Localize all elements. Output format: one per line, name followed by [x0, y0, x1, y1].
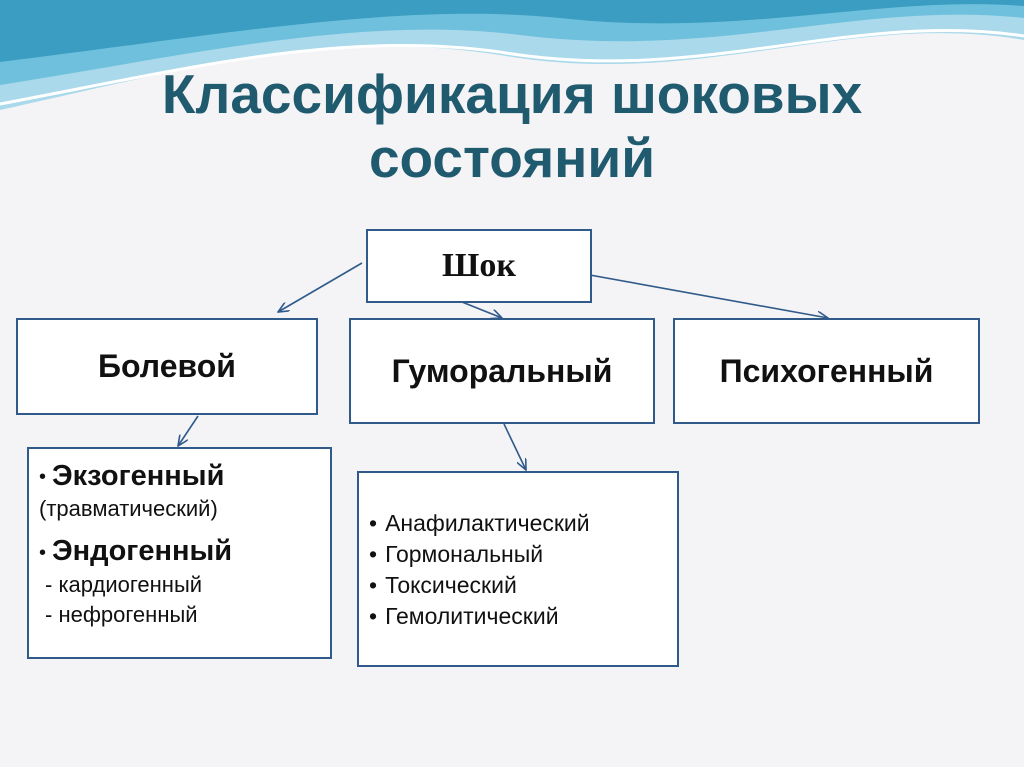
bullet-icon: •: [39, 466, 47, 489]
wave-band-dark: [0, 0, 1024, 62]
category-label-humoral: Гуморальный: [391, 352, 613, 389]
arrow-root-to-psycho: [561, 269, 828, 318]
list-item: • Анафилактический: [369, 508, 669, 539]
bullet-icon: •: [39, 541, 47, 564]
category-node-pain: Болевой: [16, 318, 318, 415]
humoral-item-label: Анафилактический: [385, 510, 590, 536]
endogenous-label: Эндогенный: [52, 535, 233, 568]
humoral-item-label: Гемолитический: [385, 603, 559, 629]
pain-subtypes-box: •Экзогенный (травматический) •Эндогенный…: [27, 447, 332, 659]
wave-highlight: [0, 29, 1024, 106]
exogenous-note: (травматический): [39, 496, 218, 522]
page-title: Классификация шоковых состояний: [0, 62, 1024, 190]
humoral-subtypes-box: • Анафилактический • Гормональный • Токсиче…: [357, 471, 679, 667]
category-label-psychogenic: Психогенный: [719, 352, 934, 389]
category-label-pain: Болевой: [98, 348, 236, 384]
list-item: • Гормональный: [369, 539, 669, 570]
humoral-item-label: Токсический: [385, 572, 517, 598]
bullet-icon: •: [369, 541, 378, 567]
bullet-icon: •: [369, 603, 378, 629]
humoral-item-label: Гормональный: [385, 541, 544, 567]
list-item: • Гемолитический: [369, 601, 669, 632]
title-line-1: Классификация шоковых: [161, 63, 863, 125]
title-line-2: состояний: [368, 127, 656, 189]
endogenous-sub-2: - нефрогенный: [45, 601, 198, 627]
arrow-root-to-pain: [278, 262, 363, 312]
arrow-pain-to-details: [178, 415, 199, 446]
bullet-icon: •: [369, 510, 378, 536]
exogenous-label: Экзогенный: [52, 460, 225, 492]
root-node-label: Шок: [442, 247, 516, 284]
arrow-humoral-to-details: [503, 423, 526, 470]
category-node-humoral: Гуморальный: [349, 318, 655, 424]
list-item-endogenous: •Эндогенный: [39, 534, 322, 569]
root-node-shock: Шок: [366, 229, 592, 303]
list-item: • Токсический: [369, 570, 669, 601]
arrow-root-to-humoral: [461, 301, 502, 318]
endogenous-sub-1: - кардиогенный: [45, 571, 203, 597]
list-item-exogenous: •Экзогенный: [39, 459, 322, 494]
bullet-icon: •: [369, 572, 378, 598]
category-node-psychogenic: Психогенный: [673, 318, 980, 424]
